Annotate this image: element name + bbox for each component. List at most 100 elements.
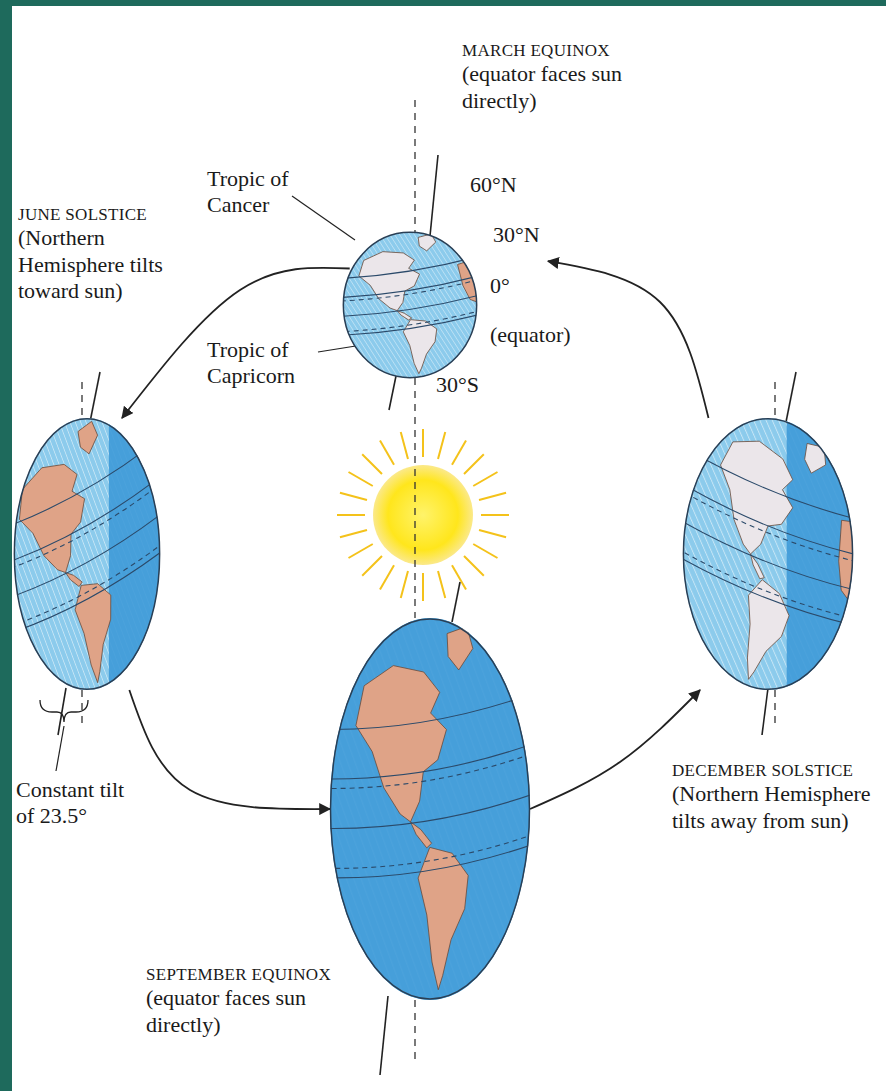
orbit-arrow [129, 690, 330, 809]
continent [447, 626, 474, 672]
latitude-line [311, 691, 541, 741]
sun-ray [473, 472, 497, 486]
tilt-note: Constant tilt of 23.5° [16, 777, 146, 830]
globe-stage: SEPTEMBER EQUINOX(equator faces sun dire… [330, 618, 530, 1000]
continent [78, 419, 100, 457]
latitude-line [317, 830, 547, 880]
tilted-axes [58, 155, 796, 1075]
globe-stage: MARCH EQUINOX(equator faces sun directly… [343, 232, 477, 378]
earth-globe [683, 418, 853, 690]
continent [14, 449, 94, 591]
stage-description: (Northern Hemisphere tilts toward sun) [18, 225, 186, 304]
dashed-axis [414, 1000, 415, 1062]
sun-ray [380, 565, 394, 589]
latitude-label: 0° [490, 273, 550, 299]
latitude-line [0, 488, 156, 582]
dashed-axis [414, 378, 415, 618]
stage-caption: JUNE SOLSTICE(Northern Hemisphere tilts … [18, 204, 186, 304]
sun-ray [340, 493, 367, 500]
stage-heading: MARCH EQUINOX [462, 40, 647, 61]
globe-outline [343, 232, 476, 377]
latitude-line [676, 488, 867, 572]
sun-ray [438, 571, 445, 598]
vertical-reference-lines [82, 100, 775, 1062]
earth-axis [430, 155, 438, 236]
latitude-line [314, 750, 544, 800]
latitude-line [334, 293, 487, 321]
latitude-line [315, 790, 545, 840]
earth-axis [762, 688, 768, 735]
latitude-line [318, 839, 548, 889]
leader-line [56, 726, 64, 771]
latitude-line [313, 740, 543, 790]
latitude-label: 30°N [493, 222, 563, 248]
stage-heading: JUNE SOLSTICE [18, 204, 186, 225]
stage-caption: DECEMBER SOLSTICE(Northern Hemisphere ti… [672, 760, 872, 834]
stage-heading: SEPTEMBER EQUINOX [146, 964, 346, 985]
latitude-line [3, 549, 166, 643]
shaded-side [787, 404, 886, 703]
dashed-axis [81, 690, 82, 728]
sun-ray [479, 530, 506, 537]
sun-ray [340, 530, 367, 537]
latitude-label: 60°N [470, 172, 540, 198]
side-band [0, 0, 12, 1091]
stage-heading: DECEMBER SOLSTICE [672, 760, 872, 781]
sun-ray [362, 454, 382, 474]
latitude-line [336, 312, 489, 340]
earth-globe [343, 232, 477, 378]
sun-ray [422, 429, 424, 457]
tropic-label: Tropic of Cancer [207, 166, 317, 219]
earth-axis [58, 688, 66, 735]
earth-globe [330, 618, 530, 1000]
earth-axis [786, 372, 796, 422]
sun [373, 465, 473, 565]
sun-ray [349, 544, 373, 558]
sun-ray [401, 571, 408, 598]
sun-ray [438, 432, 445, 459]
latitude-line [2, 543, 165, 637]
globe-stage: JUNE SOLSTICE(Northern Hemisphere tilts … [14, 418, 160, 690]
latitude-line [332, 278, 485, 306]
latitude-line [683, 448, 874, 532]
sun-ray [401, 432, 408, 459]
globe-outline [683, 419, 852, 690]
earth-axis [452, 582, 460, 622]
latitude-label: (equator) [490, 322, 600, 348]
sun-ray [422, 573, 424, 601]
sun-ray [362, 556, 382, 576]
earth-globe [14, 418, 160, 690]
leader-line [292, 196, 355, 240]
continent [457, 258, 484, 308]
shaded-side [310, 599, 550, 1019]
continent [736, 575, 793, 690]
globe-outline [14, 419, 159, 690]
stage-description: (equator faces sun directly) [146, 985, 346, 1038]
sun-ray [479, 493, 506, 500]
dashed-axis [414, 100, 415, 232]
ocean [343, 232, 477, 378]
dashed-axis [774, 382, 775, 418]
tropic-label: Tropic of Capricorn [207, 337, 322, 390]
stage-caption: MARCH EQUINOX(equator faces sun directly… [462, 40, 647, 114]
earth-axis [90, 372, 100, 422]
stage-caption: SEPTEMBER EQUINOX(equator faces sun dire… [146, 964, 346, 1038]
sun-ray [473, 544, 497, 558]
globe-outline [331, 619, 530, 999]
sun-ray [380, 441, 394, 465]
orbit-arrow [122, 268, 350, 418]
sun-ray [349, 472, 373, 486]
earth-axis [389, 376, 396, 410]
latitude-line [0, 481, 155, 575]
brace [40, 700, 88, 722]
latitude-line [331, 275, 484, 303]
dashed-axis [81, 382, 82, 418]
continent [803, 441, 828, 478]
shaded-side [109, 404, 284, 703]
sun-ray [464, 556, 484, 576]
latitude-line [672, 516, 863, 600]
sun-rays [337, 429, 509, 601]
sun-ray [464, 454, 484, 474]
